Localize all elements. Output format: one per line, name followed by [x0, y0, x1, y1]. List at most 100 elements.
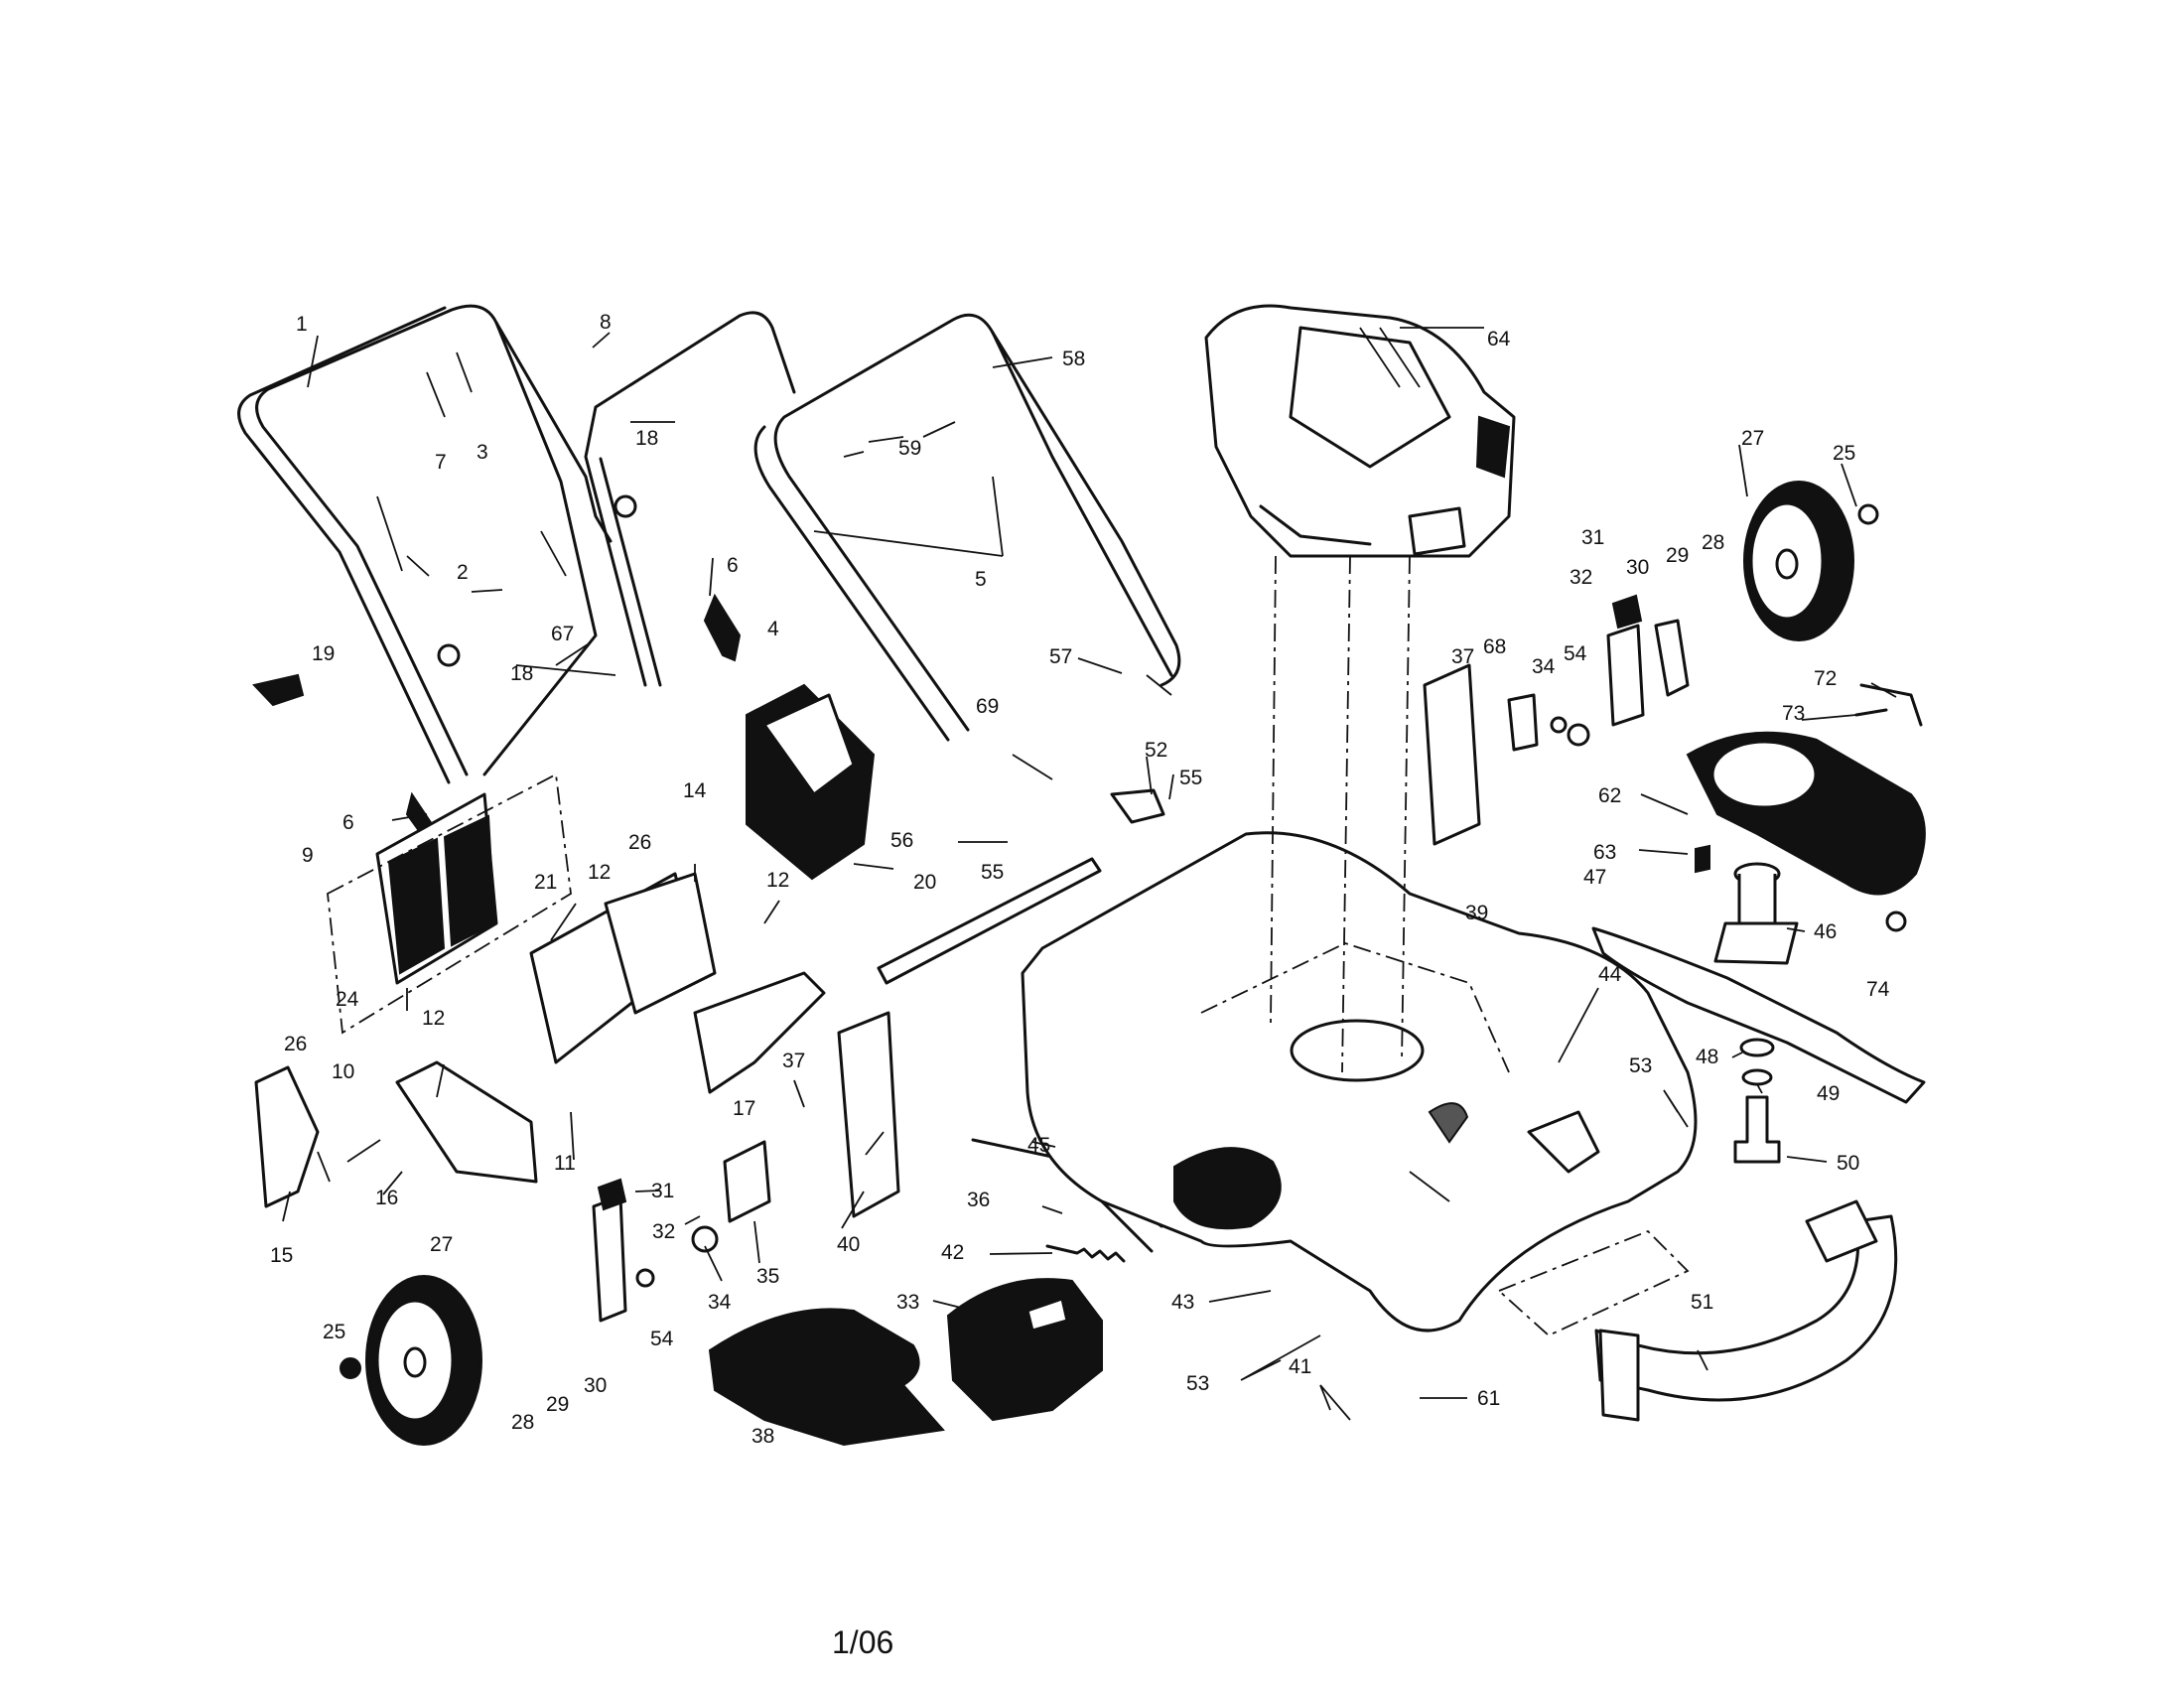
wheel-27-right: [1743, 481, 1879, 641]
part-label-29a: 29: [1666, 544, 1689, 567]
part-label-28b: 28: [511, 1411, 534, 1434]
part-label-38: 38: [751, 1425, 774, 1448]
blade-47: [1591, 926, 1926, 1104]
part-label-40: 40: [837, 1233, 860, 1256]
part-label-7: 7: [435, 451, 447, 474]
deflector-shield-51: [1497, 1199, 1898, 1422]
part-label-57: 57: [1049, 645, 1072, 668]
part-label-8: 8: [600, 311, 612, 334]
spring-42: [1045, 1244, 1126, 1263]
part-label-17: 17: [733, 1097, 755, 1120]
part-label-34b: 34: [708, 1291, 732, 1314]
height-adjust-right: [1423, 594, 1690, 846]
part-label-18a: 18: [635, 427, 658, 450]
part-label-30b: 30: [584, 1374, 607, 1397]
part-label-21: 21: [534, 871, 557, 894]
part-label-51: 51: [1691, 1291, 1713, 1314]
part-label-14: 14: [683, 779, 707, 802]
part-label-53b: 53: [1186, 1372, 1209, 1395]
upper-handle-1: [237, 304, 613, 784]
part-label-61: 61: [1477, 1387, 1500, 1410]
part-label-36: 36: [967, 1189, 990, 1211]
part-label-58: 58: [1062, 348, 1085, 370]
part-label-47: 47: [1583, 866, 1606, 889]
part-label-2: 2: [457, 561, 469, 584]
part-label-73: 73: [1782, 702, 1805, 725]
part-label-50: 50: [1837, 1152, 1859, 1175]
part-label-53a: 53: [1629, 1054, 1652, 1077]
blade-hardware: [1695, 683, 1923, 1164]
part-label-37b: 37: [782, 1050, 805, 1072]
part-label-11: 11: [554, 1152, 576, 1175]
part-label-49: 49: [1817, 1082, 1840, 1105]
part-label-6b: 6: [342, 811, 354, 834]
part-label-55a: 55: [1179, 767, 1202, 789]
part-label-27a: 27: [1741, 427, 1764, 450]
part-label-27b: 27: [430, 1233, 453, 1256]
part-label-42: 42: [941, 1241, 964, 1264]
part-label-64: 64: [1487, 328, 1511, 351]
part-label-54b: 54: [650, 1328, 674, 1350]
baffle-62: [1686, 731, 1926, 896]
part-label-45: 45: [1027, 1134, 1050, 1157]
part-label-67: 67: [551, 623, 574, 645]
rear-bracket-14: [529, 872, 717, 1064]
hinge-bracket-40: [837, 1011, 900, 1218]
part-label-72: 72: [1814, 667, 1837, 690]
part-label-33: 33: [896, 1291, 919, 1314]
part-label-26a: 26: [628, 831, 651, 854]
page-date-code: 1/06: [832, 1624, 894, 1660]
part-label-46: 46: [1814, 920, 1837, 943]
part-label-43: 43: [1171, 1291, 1194, 1314]
part-label-34a: 34: [1532, 655, 1556, 678]
part-label-37a: 37: [1451, 645, 1474, 668]
engine-drop-lines: [1270, 555, 1411, 1073]
part-label-6a: 6: [727, 554, 739, 577]
lower-handle-58: [753, 313, 1181, 742]
part-label-30a: 30: [1626, 556, 1649, 579]
part-label-28a: 28: [1702, 531, 1724, 554]
part-label-54a: 54: [1564, 642, 1587, 665]
axle-rod-45: [971, 1138, 1054, 1159]
part-label-15: 15: [270, 1244, 293, 1267]
part-label-31b: 31: [651, 1180, 674, 1202]
part-labels: 1 2 3 4 5 6 6 7 8 9 10 11 12 12 12 14 15…: [270, 311, 1890, 1448]
part-label-56: 56: [890, 829, 913, 852]
rod-20: [877, 857, 1102, 985]
part-label-63: 63: [1593, 841, 1616, 864]
part-label-25b: 25: [323, 1321, 345, 1343]
part-label-4: 4: [767, 618, 779, 640]
part-label-9: 9: [302, 844, 314, 867]
part-label-3: 3: [477, 441, 488, 464]
adapter-46: [1713, 862, 1799, 965]
control-bail-8: [584, 311, 796, 687]
engine-64: [1204, 304, 1516, 558]
part-label-55b: 55: [981, 861, 1004, 884]
handle-hardware: [252, 351, 1172, 841]
deck-44: [1021, 831, 1698, 1333]
part-label-12a: 12: [588, 861, 611, 884]
part-label-12b: 12: [766, 869, 789, 892]
part-label-29b: 29: [546, 1393, 569, 1416]
part-label-24: 24: [336, 988, 359, 1011]
part-label-5: 5: [975, 568, 987, 591]
wheel-27-left: [340, 1275, 482, 1446]
part-label-12c: 12: [422, 1007, 445, 1030]
part-label-41: 41: [1289, 1355, 1311, 1378]
part-label-10: 10: [332, 1060, 354, 1083]
part-label-26b: 26: [284, 1033, 307, 1055]
part-label-16: 16: [375, 1187, 398, 1209]
part-label-32a: 32: [1570, 566, 1592, 589]
mulch-cover-33: [946, 1278, 1103, 1422]
part-label-62: 62: [1598, 784, 1621, 807]
part-label-18b: 18: [510, 662, 533, 685]
part-label-48: 48: [1696, 1046, 1718, 1068]
height-adjust-left: [592, 1140, 771, 1323]
part-label-69: 69: [976, 695, 999, 718]
label-52: [1110, 788, 1165, 824]
part-label-31a: 31: [1581, 526, 1604, 549]
part-label-25a: 25: [1833, 442, 1855, 465]
part-label-52: 52: [1145, 739, 1167, 762]
part-label-35: 35: [756, 1265, 779, 1288]
